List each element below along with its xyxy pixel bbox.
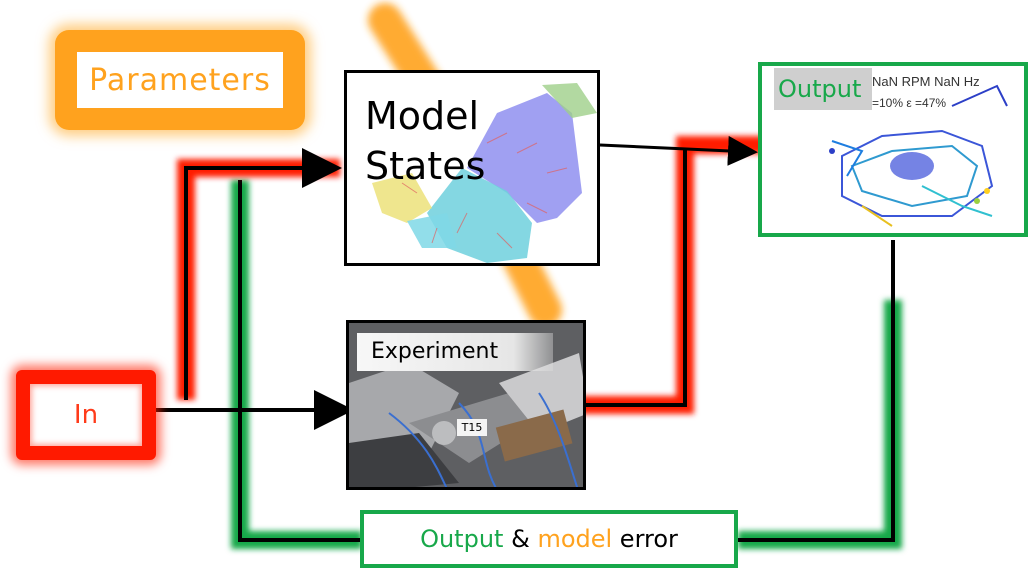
error-label-error: error bbox=[612, 525, 678, 553]
input-block: In bbox=[16, 370, 156, 460]
input-path bbox=[150, 135, 770, 430]
experiment-title: Experiment bbox=[357, 333, 553, 371]
output-model-error-block: Output & model error bbox=[360, 510, 738, 568]
output-meta-line2: =10% ε =47% bbox=[872, 96, 947, 110]
output-meta-line1: NaN RPM NaN Hz bbox=[872, 74, 980, 89]
parameters-label: Parameters bbox=[89, 62, 271, 98]
error-label-model: model bbox=[537, 525, 613, 553]
output-plot-image bbox=[829, 84, 1008, 227]
output-title: Output bbox=[774, 68, 872, 110]
model-title-line1: Model bbox=[365, 94, 480, 138]
error-label-and: & bbox=[503, 525, 538, 553]
input-label: In bbox=[73, 400, 99, 430]
error-label-output: Output bbox=[420, 525, 504, 553]
parameters-block: Parameters bbox=[55, 30, 305, 130]
feedback-loop-path bbox=[231, 180, 902, 549]
experiment-block: Experiment T15 bbox=[346, 320, 586, 490]
output-block: Output NaN RPM NaN Hz =10% ε =47% bbox=[758, 62, 1028, 237]
sensor-tag: T15 bbox=[457, 419, 487, 436]
model-mesh-image bbox=[372, 83, 597, 263]
model-states-block: Model States bbox=[344, 70, 600, 266]
model-title-line2: States bbox=[365, 144, 486, 188]
